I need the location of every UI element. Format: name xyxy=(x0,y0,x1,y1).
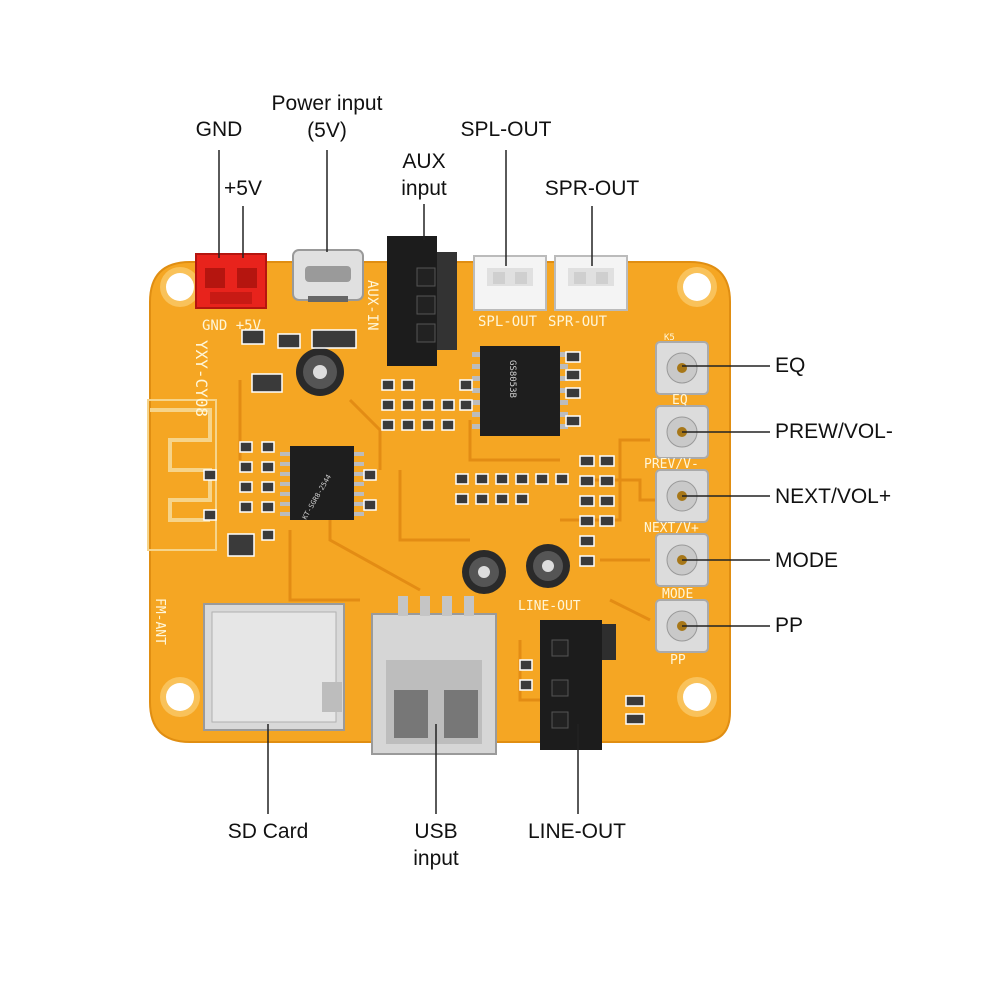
aux-jack xyxy=(387,236,457,366)
line-out-jack xyxy=(540,620,616,750)
silk-aux-in: AUX-IN xyxy=(364,280,380,331)
capacitor-top xyxy=(296,348,344,396)
silk-gnd-5v: GND +5V xyxy=(202,318,262,334)
decoder-chip xyxy=(280,446,364,520)
label-plus5v: +5V xyxy=(224,177,262,200)
tactile-buttons xyxy=(655,341,709,653)
label-mode: MODE xyxy=(775,549,838,572)
silk-line-out: LINE-OUT xyxy=(518,599,581,614)
silk-mode: MODE xyxy=(662,587,693,602)
silk-pp: PP xyxy=(670,653,686,668)
label-power-input: Power input (5V) xyxy=(252,90,402,144)
leader-lines xyxy=(218,150,770,814)
amplifier-chip xyxy=(472,346,568,436)
silk-fm-ant: FM-ANT xyxy=(152,598,167,645)
label-prew-vol: PREW/VOL- xyxy=(775,420,893,443)
silk-eq: EQ xyxy=(672,393,688,408)
silk-prew: PREV/V- xyxy=(644,457,699,472)
label-eq: EQ xyxy=(775,354,806,377)
silk-spl-out: SPL-OUT xyxy=(478,314,538,330)
capacitor-middle-left xyxy=(462,550,506,594)
label-aux-line2: input xyxy=(401,177,447,200)
silk-spr-out: SPR-OUT xyxy=(548,314,608,330)
silk-next: NEXT/V+ xyxy=(644,521,699,536)
label-next-vol: NEXT/VOL+ xyxy=(775,485,892,508)
micro-usb-power-port xyxy=(292,249,364,302)
speaker-left-connector xyxy=(473,255,547,311)
smd-components xyxy=(203,329,645,725)
label-aux-line1: AUX xyxy=(402,150,446,173)
label-power-input-line1: Power input xyxy=(271,92,383,115)
usb-a-port xyxy=(371,596,497,755)
label-line-out: LINE-OUT xyxy=(527,820,626,843)
power-terminal-connector xyxy=(195,253,267,309)
label-aux-input: AUX input xyxy=(384,148,464,202)
silk-k5: K5 xyxy=(664,333,675,343)
label-usb-input: USB input xyxy=(396,818,476,872)
label-usb-line1: USB xyxy=(414,820,458,843)
mounting-holes xyxy=(160,267,717,717)
label-spl-out: SPL-OUT xyxy=(460,118,552,141)
silk-board-name: YXY-CY08 xyxy=(192,340,211,417)
label-sd-card: SD Card xyxy=(227,820,309,843)
label-spr-out: SPR-OUT xyxy=(544,177,640,200)
label-pp: PP xyxy=(775,614,804,637)
capacitor-middle-right xyxy=(526,544,570,588)
label-power-input-line2: (5V) xyxy=(307,119,347,142)
sd-card-slot xyxy=(203,603,345,731)
button-eq xyxy=(655,341,709,395)
label-usb-line2: input xyxy=(413,847,459,870)
silk-amp-chip: GS8053B xyxy=(507,360,517,398)
label-gnd: GND xyxy=(195,118,243,141)
speaker-right-connector xyxy=(554,255,628,311)
